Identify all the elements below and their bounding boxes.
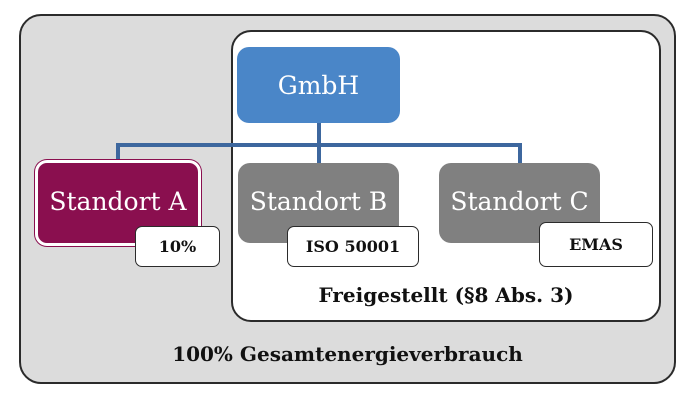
site-c-box: Standort C	[439, 163, 600, 243]
site-a-tag: 10%	[135, 226, 220, 267]
site-c-tag: EMAS	[539, 222, 653, 267]
total-consumption-caption: 100% Gesamtenergieverbrauch	[172, 342, 523, 366]
exempt-caption: Freigestellt (§8 Abs. 3)	[318, 283, 574, 307]
site-b-tag: ISO 50001	[287, 226, 419, 267]
parent-company-box: GmbH	[237, 47, 400, 123]
